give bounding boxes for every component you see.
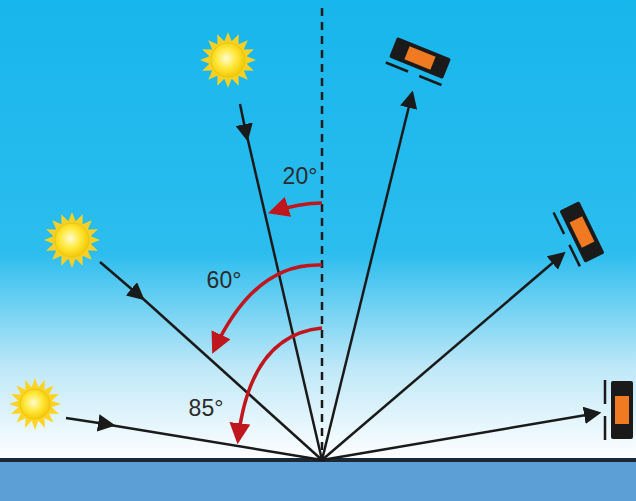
sky (0, 0, 636, 460)
satellite (386, 37, 452, 85)
sun-rays (200, 32, 256, 88)
satellite-panel (615, 396, 629, 424)
sun (200, 32, 256, 88)
sun-disc (20, 389, 50, 419)
angle-arcs (214, 203, 322, 440)
satellite-sensor (386, 63, 408, 72)
satellite-sensor (604, 416, 607, 440)
sun-rays (44, 212, 100, 268)
suns (9, 32, 256, 430)
incident-ray-head (100, 262, 142, 298)
satellite-panel (570, 216, 595, 247)
incident-rays (66, 104, 322, 460)
normal-line (321, 8, 324, 458)
angle-label: 85° (189, 397, 224, 420)
angle-label: 20° (283, 165, 318, 188)
ground (0, 460, 636, 501)
reflected-ray (322, 254, 563, 460)
reflected-rays (322, 94, 598, 460)
satellite (605, 380, 633, 440)
incident-ray-head (66, 418, 112, 425)
satellite-sensor (419, 76, 441, 85)
sun-disc (211, 43, 245, 77)
angle-arc (272, 203, 322, 212)
satellites (386, 37, 633, 440)
incident-ray-head (240, 104, 247, 138)
satellite-body (559, 201, 604, 263)
sun (44, 212, 100, 268)
sun-disc (55, 223, 89, 257)
angle-label: 60° (207, 269, 242, 292)
satellite-body (389, 37, 451, 79)
reflected-ray (322, 413, 598, 460)
satellite-sensor (569, 245, 580, 267)
angle-arc (238, 328, 322, 440)
reflected-ray (322, 94, 412, 460)
incident-ray (247, 136, 322, 460)
sun-rays (9, 378, 61, 430)
satellite-sensor (604, 380, 607, 404)
sun (9, 378, 61, 430)
satellite-sensor (554, 212, 565, 234)
satellite-body (611, 381, 633, 439)
satellite-panel (404, 46, 435, 69)
incident-ray (110, 425, 322, 460)
